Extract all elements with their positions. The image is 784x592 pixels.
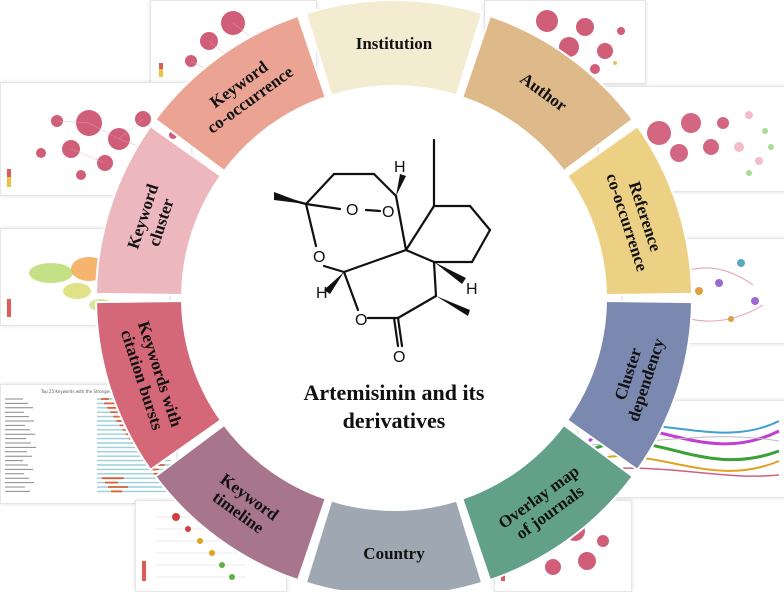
segment-keyword-cooccurrence <box>153 14 327 173</box>
segment-keyword-timeline <box>153 423 327 582</box>
atom-h2: H <box>316 285 328 302</box>
center-title-line-1: Artemisinin and its <box>304 380 485 405</box>
artemisinin-structure <box>274 138 492 348</box>
center-disc <box>184 88 604 508</box>
segment-author <box>461 14 635 173</box>
atom-o1: O <box>346 202 358 219</box>
segment-country <box>304 499 484 590</box>
atom-o5: O <box>393 349 405 366</box>
segment-institution <box>304 0 484 97</box>
center-title-line-2: derivatives <box>343 408 446 433</box>
segment-label-country: Country <box>363 544 425 563</box>
segment-overlay <box>461 423 635 582</box>
atom-o4: O <box>355 312 367 329</box>
segment-cluster-dependency <box>565 299 693 472</box>
atom-o3: O <box>313 249 325 266</box>
burst-table-title: Top 25 Keywords with the Strongest Citat… <box>40 389 144 394</box>
segment-reference <box>565 124 693 297</box>
segment-citation-bursts <box>95 299 223 472</box>
atom-h3: H <box>466 281 478 298</box>
atom-o2: O <box>382 204 394 221</box>
segment-keyword-cluster <box>95 124 223 297</box>
segment-label-institution: Institution <box>356 34 433 53</box>
atom-h1: H <box>394 159 406 176</box>
